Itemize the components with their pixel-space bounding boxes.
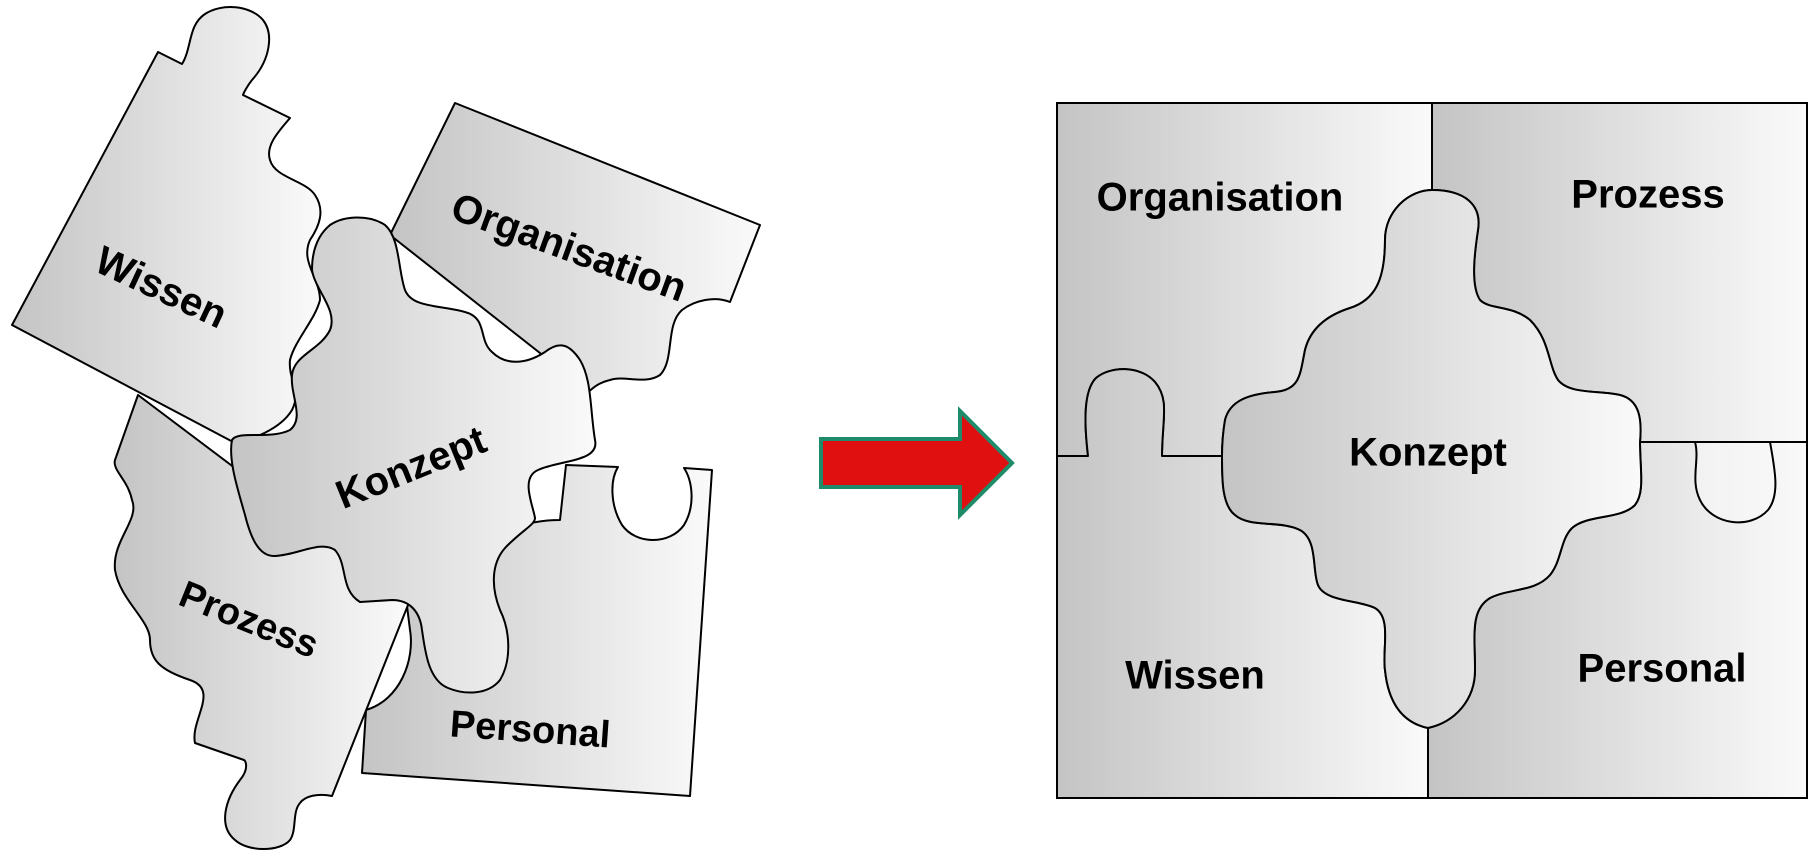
assembled-puzzle: Organisation Prozess Wissen Personal Kon…: [1056, 102, 1808, 799]
assembled-piece-konzept: Konzept: [1221, 189, 1643, 729]
scattered-piece-organisation: Organisation: [389, 102, 761, 393]
assembled-label-prozess: Prozess: [1571, 173, 1724, 217]
transition-arrow: [819, 406, 1015, 520]
scattered-piece-konzept: Konzept: [230, 216, 597, 694]
assembled-piece-wissen: Wissen: [1056, 368, 1429, 799]
arrow-right-icon: [819, 406, 1015, 520]
assembled-label-organisation: Organisation: [1097, 176, 1344, 220]
scattered-puzzle: Personal Prozess Wissen Organisation Kon…: [11, 6, 761, 850]
assembled-label-personal: Personal: [1578, 647, 1747, 691]
scattered-piece-wissen: Wissen: [11, 6, 322, 444]
assembled-label-wissen: Wissen: [1125, 654, 1265, 698]
assembled-label-konzept: Konzept: [1349, 431, 1507, 475]
assembled-piece-prozess: Prozess: [1431, 102, 1808, 443]
scattered-piece-prozess: Prozess: [113, 394, 411, 850]
